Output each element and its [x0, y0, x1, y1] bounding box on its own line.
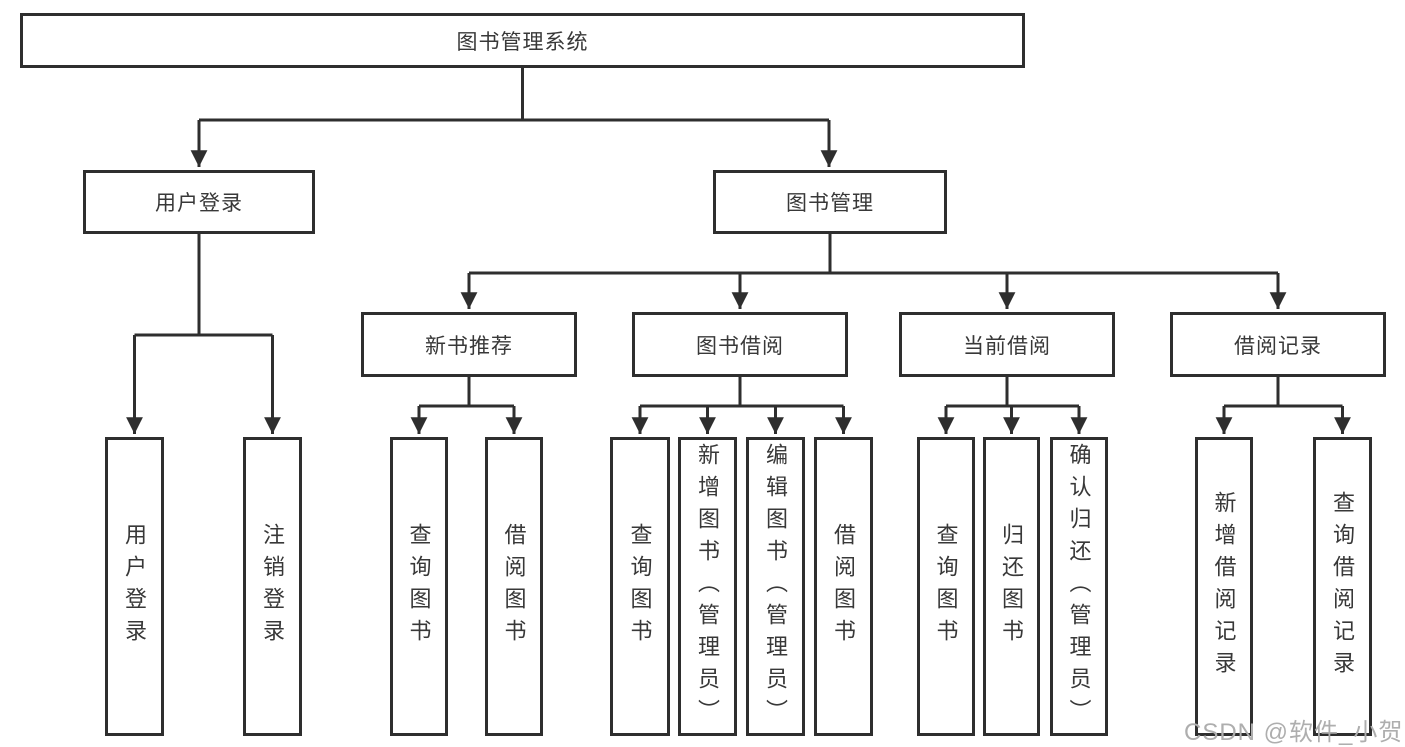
- node-label: 确认归还（管理员）: [1066, 442, 1092, 731]
- connector-new-book-recommend: [419, 377, 514, 408]
- node-search-books-3: 查询图书: [917, 437, 975, 736]
- connector-book-management: [469, 234, 1278, 275]
- node-label: 图书管理: [786, 192, 874, 215]
- node-borrow-books-1: 借阅图书: [485, 437, 543, 736]
- connector-book-borrowing: [640, 377, 844, 408]
- node-label: 图书借阅: [696, 334, 784, 358]
- node-label: 借阅记录: [1234, 334, 1322, 358]
- node-label: 新增借阅记录: [1211, 490, 1237, 683]
- node-add-borrow-record: 新增借阅记录: [1195, 437, 1253, 736]
- connector-current-borrowing: [946, 377, 1079, 408]
- node-search-borrow-record: 查询借阅记录: [1313, 437, 1372, 736]
- node-label: 用户登录: [155, 192, 243, 215]
- node-book-borrowing: 图书借阅: [632, 312, 848, 377]
- node-return-books: 归还图书: [983, 437, 1040, 736]
- node-label: 查询图书: [406, 522, 432, 651]
- node-label: 查询图书: [627, 522, 653, 651]
- node-confirm-return-admin: 确认归还（管理员）: [1050, 437, 1108, 736]
- node-user-login-leaf: 用户登录: [105, 437, 164, 736]
- node-label: 编辑图书（管理员）: [763, 442, 789, 731]
- node-current-borrowing: 当前借阅: [899, 312, 1115, 377]
- watermark: CSDN @软件_小贺同学: [1184, 719, 1405, 746]
- node-system-root: 图书管理系统: [20, 13, 1025, 68]
- connector-root: [199, 68, 829, 122]
- node-borrowing-records: 借阅记录: [1170, 312, 1386, 377]
- node-new-book-recommend: 新书推荐: [361, 312, 577, 377]
- node-label: 借阅图书: [831, 522, 857, 651]
- connector-user-login: [134, 234, 273, 337]
- node-label: 查询借阅记录: [1330, 490, 1356, 683]
- node-add-books-admin: 新增图书（管理员）: [678, 437, 737, 736]
- node-search-books-2: 查询图书: [610, 437, 670, 736]
- connector-borrowing-records: [1224, 377, 1343, 408]
- node-search-books-1: 查询图书: [390, 437, 448, 736]
- node-label: 查询图书: [933, 522, 959, 651]
- node-user-login: 用户登录: [83, 170, 315, 234]
- node-label: 归还图书: [999, 522, 1025, 651]
- node-label: 新增图书（管理员）: [695, 442, 721, 731]
- node-book-management: 图书管理: [713, 170, 947, 234]
- node-label: 用户登录: [122, 522, 148, 651]
- node-label: 图书管理系统: [456, 30, 589, 54]
- node-logout-leaf: 注销登录: [243, 437, 302, 736]
- node-label: 当前借阅: [963, 334, 1051, 358]
- node-borrow-books-2: 借阅图书: [814, 437, 873, 736]
- node-label: 注销登录: [260, 522, 286, 651]
- node-label: 借阅图书: [501, 522, 527, 651]
- node-label: 新书推荐: [425, 334, 513, 358]
- node-edit-books-admin: 编辑图书（管理员）: [746, 437, 805, 736]
